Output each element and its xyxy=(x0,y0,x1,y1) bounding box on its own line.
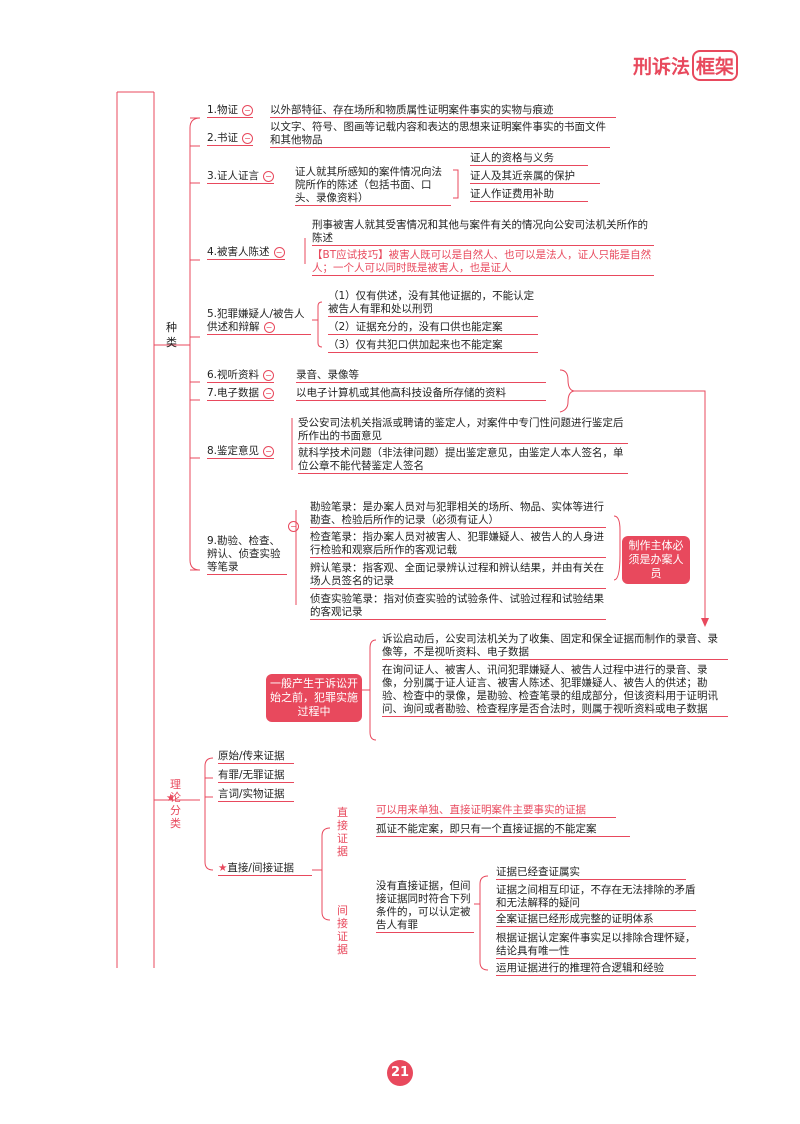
item-5-title-text: 5.犯罪嫌疑人/被告人供述和辩解 xyxy=(207,308,305,333)
item-3-sub-2: 证人及其近亲属的保护 xyxy=(470,170,600,184)
item-2-title-text: 2.书证 xyxy=(207,132,239,144)
item-3-title[interactable]: 3.证人证言− xyxy=(207,170,275,184)
item-7-desc: 以电子计算机或其他高科技设备所存储的资料 xyxy=(296,387,546,401)
lilun-item-4-text: 直接/间接证据 xyxy=(227,862,294,874)
item-8-sub-2: 就科学技术问题（非法律问题）提出鉴定意见，由鉴定人本人签名，单位公章不能代替鉴定… xyxy=(298,447,628,474)
item-1-title[interactable]: 1.物证− xyxy=(207,104,254,118)
collapse-icon[interactable]: − xyxy=(263,170,275,182)
item-9-sub-4: 侦查实验笔录：指对侦查实验的试验条件、试验过程和试验结果的客观记录 xyxy=(310,593,606,620)
star-icon: ★ xyxy=(218,862,228,874)
item-7-title-text: 7.电子数据 xyxy=(207,387,260,399)
item-5-sub-3: （3）仅有共犯口供加起来也不能定案 xyxy=(328,339,538,353)
av-line-1: 诉讼启动后，公安司法机关为了收集、固定和保全证据而制作的录音、录像等，不是视听资… xyxy=(382,633,728,660)
item-6-title[interactable]: 6.视听资料− xyxy=(207,369,275,383)
av-line-2: 在询问证人、被害人、讯问犯罪嫌疑人、被告人过程中进行的录音、录像，分别属于证人证… xyxy=(382,664,728,717)
item-3-title-text: 3.证人证言 xyxy=(207,170,260,182)
item-9-title[interactable]: 9.勘验、检查、辨认、侦查实验等笔录 xyxy=(207,535,287,575)
page-number: 21 xyxy=(387,1060,413,1086)
collapse-icon[interactable]: − xyxy=(263,321,275,333)
direct-line-1: 可以用来单独、直接证明案件主要事实的证据 xyxy=(376,804,616,818)
indirect-cond-5: 运用证据进行的推理符合逻辑和经验 xyxy=(496,962,696,976)
star-icon: ★ xyxy=(166,792,176,804)
indirect-cond-4: 根据证据认定案件事实足以排除合理怀疑，结论具有唯一性 xyxy=(496,932,696,959)
collapse-icon[interactable]: − xyxy=(263,445,275,457)
item-1-title-text: 1.物证 xyxy=(207,104,239,116)
brand-box: 框架 xyxy=(691,50,738,81)
av-pill: 一般产生于诉讼开始之前，犯罪实施过程中 xyxy=(266,674,362,722)
item-4-title[interactable]: 4.被害人陈述− xyxy=(207,246,285,260)
note-pill: 制作主体必须是办案人员 xyxy=(622,536,690,584)
lilun-item-4: ★直接/间接证据 xyxy=(218,862,312,876)
lilun-item-1: 原始/传来证据 xyxy=(218,750,294,764)
item-9-title-text: 9.勘验、检查、辨认、侦查实验等笔录 xyxy=(207,535,281,573)
item-3-sub-3: 证人作证费用补助 xyxy=(470,188,588,202)
collapse-icon[interactable]: − xyxy=(273,246,285,258)
item-5-sub-2: （2）证据充分的，没有口供也能定案 xyxy=(328,321,538,335)
indirect-cond-2: 证据之间相互印证，不存在无法排除的矛盾和无法解释的疑问 xyxy=(496,884,696,911)
item-5-sub-1: （1）仅有供述，没有其他证据的，不能认定被告人有罪和处以刑罚 xyxy=(328,290,538,317)
collapse-icon[interactable]: − xyxy=(263,369,275,381)
brand-text: 刑诉法 xyxy=(632,56,690,78)
item-5-title[interactable]: 5.犯罪嫌疑人/被告人供述和辩解− xyxy=(207,308,311,335)
item-8-title[interactable]: 8.鉴定意见− xyxy=(207,445,275,459)
lilun-item-2: 有罪/无罪证据 xyxy=(218,769,294,783)
indirect-cond-1: 证据已经查证属实 xyxy=(496,866,686,880)
indirect-cond-3: 全案证据已经形成完整的证明体系 xyxy=(496,913,696,927)
lilun-label: 理论分类 xyxy=(170,778,181,830)
item-9-sub-3: 辨认笔录：指客观、全面记录辨认过程和辨认结果，并由有关在场人员签名的记录 xyxy=(310,562,606,589)
collapse-icon[interactable]: − xyxy=(288,521,299,532)
item-4-desc: 刑事被害人就其受害情况和其他与案件有关的情况向公安司法机关所作的陈述 xyxy=(312,219,654,246)
item-6-desc: 录音、录像等 xyxy=(296,369,546,383)
direct-label: 直接证据 xyxy=(337,806,348,858)
collapse-icon[interactable]: − xyxy=(263,387,275,399)
item-4-tip: 【BT应试技巧】被害人既可以是自然人、也可以是法人，证人只能是自然人；一个人可以… xyxy=(312,249,654,276)
indirect-intro: 没有直接证据，但间接证据同时符合下列条件的，可以认定被告人有罪 xyxy=(376,880,474,933)
item-8-sub-1: 受公安司法机关指派或聘请的鉴定人，对案件中专门性问题进行鉴定后所作出的书面意见 xyxy=(298,417,628,444)
item-6-title-text: 6.视听资料 xyxy=(207,369,260,381)
indirect-label: 间接证据 xyxy=(337,904,348,956)
item-2-title[interactable]: 2.书证− xyxy=(207,132,254,146)
item-2-desc: 以文字、符号、图画等记载内容和表达的思想来证明案件事实的书面文件和其他物品 xyxy=(270,121,610,148)
item-3-sub-1: 证人的资格与义务 xyxy=(470,152,588,166)
item-9-sub-2: 检查笔录：指办案人员对被害人、犯罪嫌疑人、被告人的人身进行检验和观察后所作的客观… xyxy=(310,531,606,558)
zhonglei-label: 种类 xyxy=(166,321,177,349)
item-4-title-text: 4.被害人陈述 xyxy=(207,246,270,258)
item-9-sub-1: 勘验笔录：是办案人员对与犯罪相关的场所、物品、实体等进行勘查、检验后所作的记录（… xyxy=(310,501,606,528)
lilun-item-3: 言词/实物证据 xyxy=(218,788,294,802)
direct-line-2: 孤证不能定案，即只有一个直接证据的不能定案 xyxy=(376,823,630,837)
item-8-title-text: 8.鉴定意见 xyxy=(207,445,260,457)
collapse-icon[interactable]: − xyxy=(242,104,254,116)
item-3-desc: 证人就其所感知的案件情况向法院所作的陈述（包括书面、口头、录像资料） xyxy=(295,166,451,206)
item-1-desc: 以外部特征、存在场所和物质属性证明案件事实的实物与痕迹 xyxy=(270,104,616,118)
brand-title: 刑诉法框架 xyxy=(633,50,738,81)
item-7-title[interactable]: 7.电子数据− xyxy=(207,387,275,401)
collapse-icon[interactable]: − xyxy=(242,132,254,144)
